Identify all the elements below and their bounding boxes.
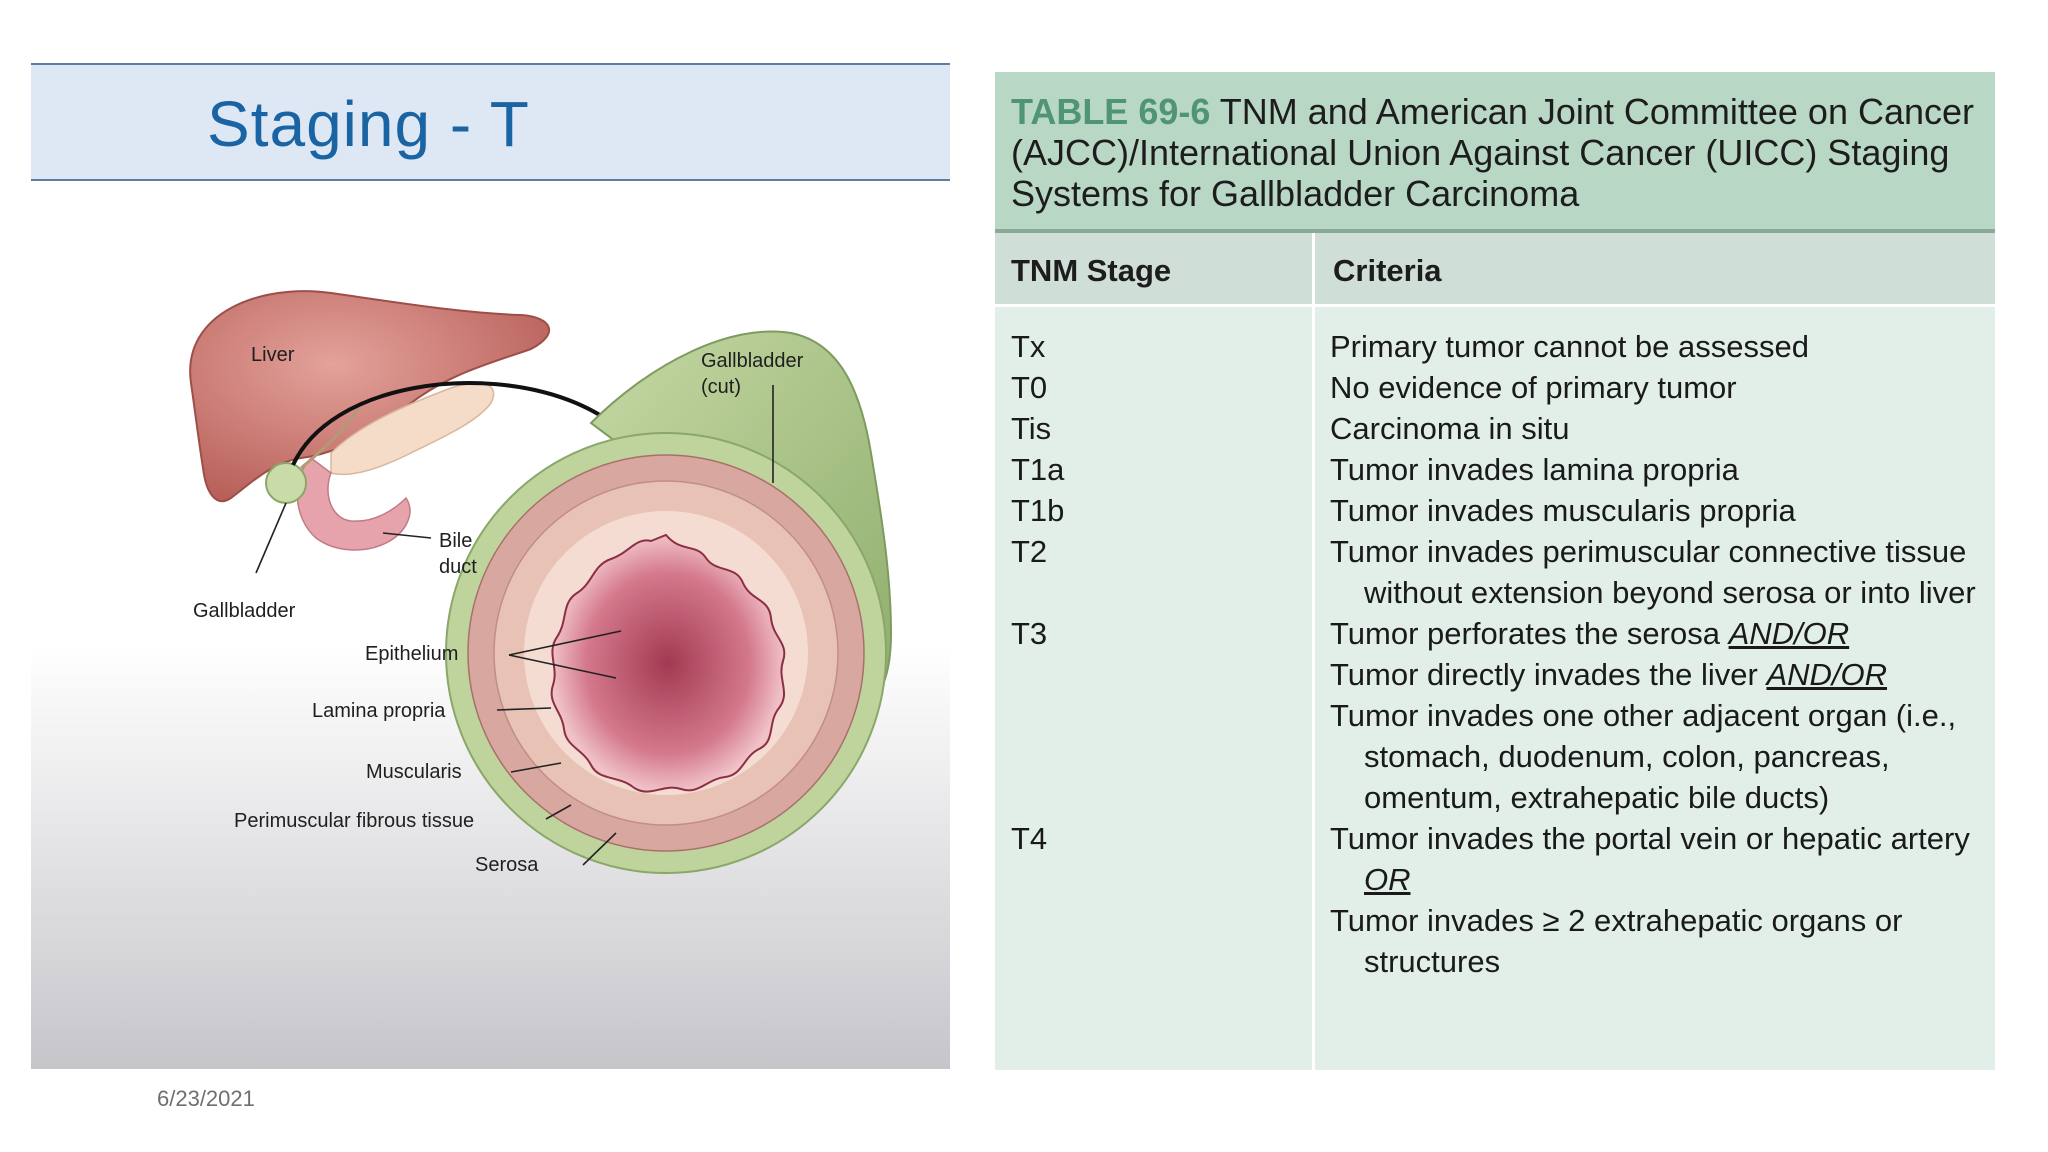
criteria-line: No evidence of primary tumor <box>1330 367 1995 408</box>
criteria-text: Tumor invades perimuscular connective ti… <box>1330 534 1976 610</box>
table-row: T2 Tumor invades perimuscular connective … <box>995 531 1995 613</box>
title-bar: Staging - T <box>31 63 950 181</box>
label-gallbladder-cut-line1: Gallbladder <box>701 350 804 372</box>
criteria-text: No evidence of primary tumor <box>1330 370 1737 405</box>
criteria-line: Tumor invades the portal vein or hepatic… <box>1330 818 1995 900</box>
leader-lines <box>255 385 774 866</box>
criteria-conjunction: AND/OR <box>1766 657 1888 692</box>
criteria-cell: No evidence of primary tumor <box>1316 367 1995 408</box>
criteria-text: Tumor perforates the serosa <box>1330 616 1729 651</box>
label-bile-duct-line1: Bile <box>439 530 472 552</box>
table-row: T4 Tumor invades the portal vein or hepat… <box>995 818 1995 982</box>
column-divider <box>1312 233 1315 1070</box>
criteria-line: Tumor perforates the serosa AND/OR <box>1330 613 1995 654</box>
table-caption: TABLE 69-6 TNM and American Joint Commit… <box>995 72 1995 233</box>
stage-cell: T1b <box>1011 493 1065 528</box>
criteria-line: Tumor directly invades the liver AND/OR <box>1330 654 1995 695</box>
label-serosa: Serosa <box>475 854 539 876</box>
stage-cell: T1a <box>1011 452 1065 487</box>
criteria-cell: Tumor invades the portal vein or hepatic… <box>1316 818 1995 982</box>
label-liver: Liver <box>251 344 295 366</box>
label-perimuscular-fibrous-tissue: Perimuscular fibrous tissue <box>234 810 474 832</box>
criteria-conjunction: OR <box>1364 862 1411 897</box>
stage-cell: T3 <box>1011 616 1048 651</box>
criteria-text: Tumor invades ≥ 2 extrahepatic organs or… <box>1330 903 1903 979</box>
table-row: T1b Tumor invades muscularis propria <box>995 490 1995 531</box>
criteria-line: Tumor invades ≥ 2 extrahepatic organs or… <box>1330 900 1995 982</box>
criteria-text: Primary tumor cannot be assessed <box>1330 329 1809 364</box>
duodenum-shape <box>296 457 411 551</box>
stage-cell: Tis <box>1011 411 1052 446</box>
criteria-cell: Tumor invades muscularis propria <box>1316 490 1995 531</box>
gallbladder-small-shape <box>265 462 307 504</box>
criteria-cell: Tumor invades perimuscular connective ti… <box>1316 531 1995 613</box>
label-bile-duct-line2: duct <box>439 556 477 578</box>
pancreas-shape <box>330 382 495 476</box>
criteria-conjunction: AND/OR <box>1728 616 1850 651</box>
slide-title: Staging - T <box>207 88 530 160</box>
table-row: T1a Tumor invades lamina propria <box>995 449 1995 490</box>
criteria-line: Tumor invades muscularis propria <box>1330 490 1995 531</box>
table-number-label: TABLE 69-6 <box>1011 91 1211 132</box>
left-panel: Staging - T <box>31 63 950 1069</box>
header-tnm-stage: TNM Stage <box>1011 253 1172 288</box>
label-lamina-propria: Lamina propria <box>312 700 446 722</box>
slide-date: 6/23/2021 <box>157 1086 255 1111</box>
label-epithelium: Epithelium <box>365 643 458 665</box>
criteria-line: Primary tumor cannot be assessed <box>1330 326 1995 367</box>
criteria-text: Carcinoma in situ <box>1330 411 1570 446</box>
label-gallbladder: Gallbladder <box>193 600 296 622</box>
criteria-line: Tumor invades one other adjacent organ (… <box>1330 695 1995 818</box>
liver-shape <box>189 290 551 503</box>
table-caption-text: TNM and American Joint Committee on Canc… <box>1011 91 1975 214</box>
staging-table: TABLE 69-6 TNM and American Joint Commit… <box>995 72 1995 1070</box>
criteria-line: Tumor invades lamina propria <box>1330 449 1995 490</box>
label-muscularis: Muscularis <box>366 761 462 783</box>
gallbladder-anatomy-illustration: Liver Gallbladder (cut) Bile duct Gallbl… <box>189 290 893 876</box>
header-criteria: Criteria <box>1333 253 1442 288</box>
stage-cell: T0 <box>1011 370 1048 405</box>
stage-cell: T4 <box>1011 821 1048 856</box>
stage-cell: T2 <box>1011 534 1048 569</box>
mucosa-folds <box>550 533 786 793</box>
criteria-cell: Carcinoma in situ <box>1316 408 1995 449</box>
table-row: Tx Primary tumor cannot be assessed <box>995 326 1995 367</box>
table-row: Tis Carcinoma in situ <box>995 408 1995 449</box>
criteria-line: Carcinoma in situ <box>1330 408 1995 449</box>
table-row: T0 No evidence of primary tumor <box>995 367 1995 408</box>
criteria-text: Tumor directly invades the liver <box>1330 657 1767 692</box>
criteria-text: Tumor invades the portal vein or hepatic… <box>1330 821 1970 856</box>
criteria-text: Tumor invades lamina propria <box>1330 452 1739 487</box>
table-header-row: TNM Stage Criteria <box>995 233 1995 307</box>
label-gallbladder-cut-line2: (cut) <box>701 376 741 398</box>
criteria-cell: Primary tumor cannot be assessed <box>1316 326 1995 367</box>
stage-cell: Tx <box>1011 329 1046 364</box>
criteria-text: Tumor invades one other adjacent organ (… <box>1330 698 1957 815</box>
criteria-text: Tumor invades muscularis propria <box>1330 493 1796 528</box>
criteria-line: Tumor invades perimuscular connective ti… <box>1330 531 1995 613</box>
criteria-cell: Tumor invades lamina propria <box>1316 449 1995 490</box>
